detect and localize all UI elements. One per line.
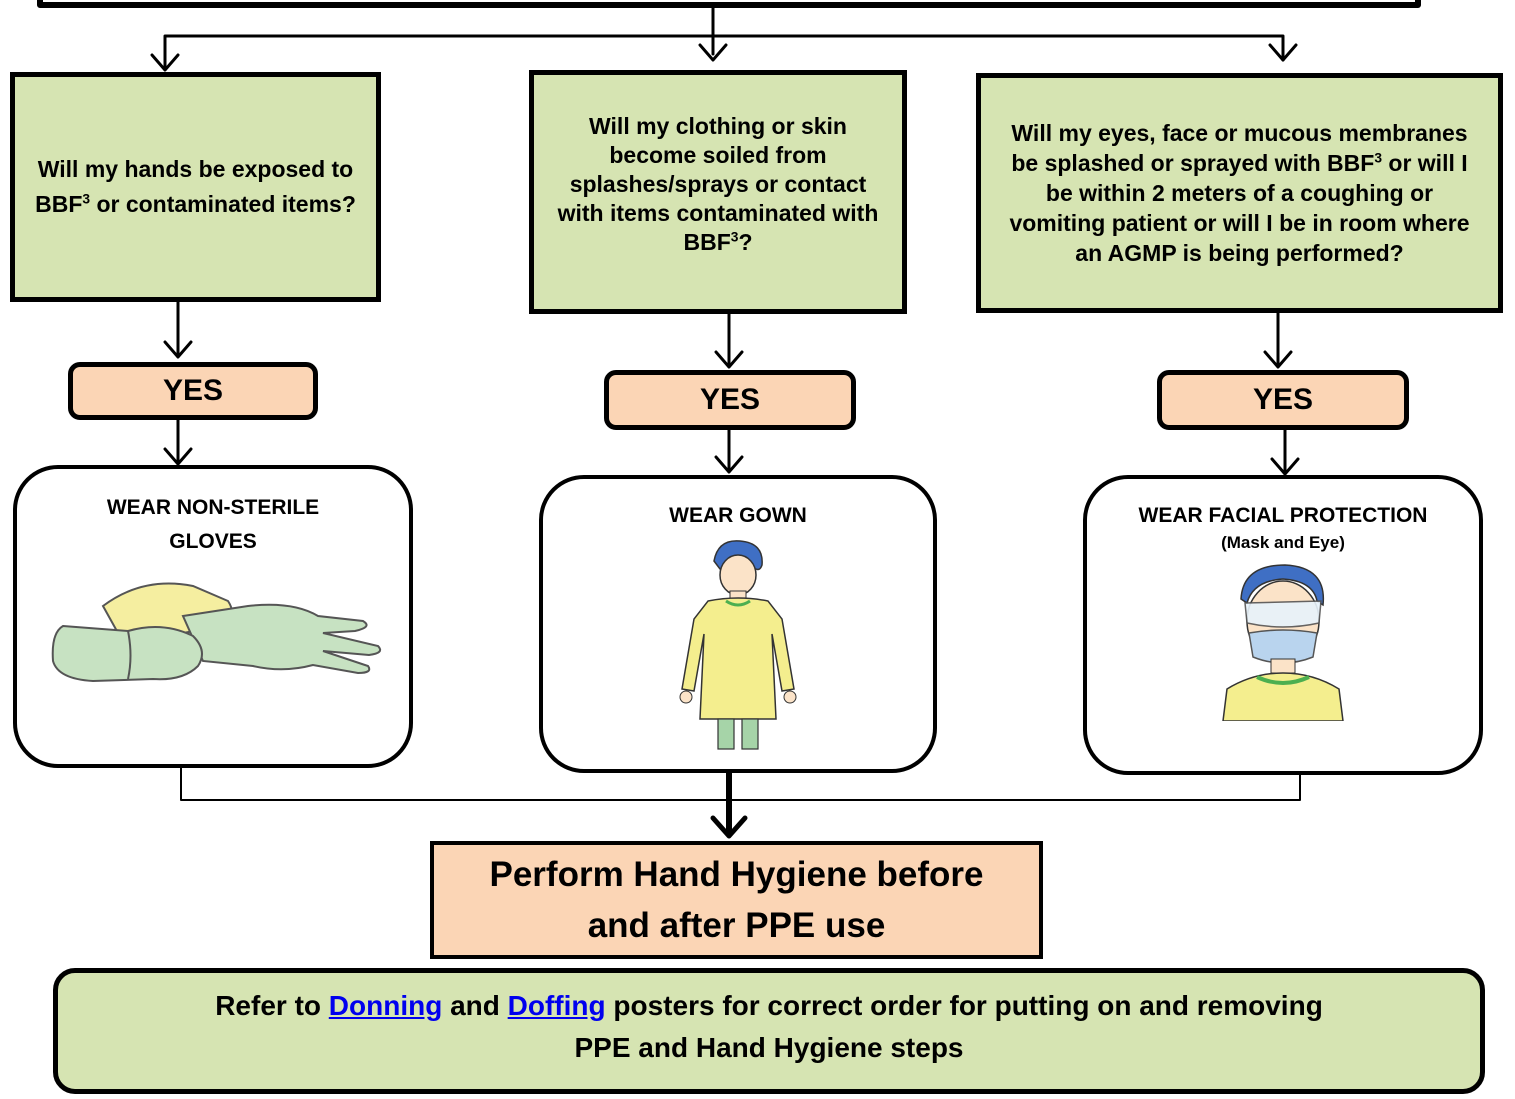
refer-prefix: Refer to [215,990,329,1021]
hand-hygiene-box: Perform Hand Hygiene before and after PP… [430,841,1043,959]
hand-hygiene-text: Perform Hand Hygiene before and after PP… [489,855,984,945]
question-clothing-text: Will my clothing or skin become soiled f… [557,112,879,255]
yes-box-hands: YES [68,362,318,420]
question-face-box: Will my eyes, face or mucous membranes b… [976,73,1503,313]
gloves-box: WEAR NON-STERILE GLOVES [13,465,413,768]
face-protection-subtitle: (Mask and Eye) [1221,533,1345,552]
gown-box: WEAR GOWN [539,475,937,773]
gloves-title: WEAR NON-STERILE GLOVES [106,496,320,553]
question-hands-text: Will my hands be exposed to BBF3 or cont… [35,156,356,217]
arrow-head [150,53,180,72]
top-frame-edge [37,0,1421,8]
question-hands-box: Will my hands be exposed to BBF3 or cont… [10,72,381,302]
face-protection-box: WEAR FACIAL PROTECTION (Mask and Eye) [1083,475,1483,775]
yes-label: YES [699,383,761,416]
yes-box-clothing: YES [604,370,856,430]
gown-title: WEAR GOWN [669,504,807,527]
yes-label: YES [1252,383,1314,416]
donning-link[interactable]: Donning [328,990,443,1021]
refer-suffix: posters for correct order for putting on… [574,990,1323,1063]
arrow-head [698,43,728,62]
face-protection-icon [1222,564,1344,722]
gloves-icon [51,582,382,683]
refer-middle: and [442,990,508,1021]
yes-box-face: YES [1157,370,1409,430]
question-face-text: Will my eyes, face or mucous membranes b… [1009,120,1470,266]
arrow-head [1268,43,1298,62]
doffing-link[interactable]: Doffing [507,990,606,1021]
question-clothing-box: Will my clothing or skin become soiled f… [529,70,907,314]
face-protection-title: WEAR FACIAL PROTECTION [1138,504,1428,527]
refer-posters-box: Refer to Donning and Doffing posters for… [53,968,1485,1094]
yes-label: YES [162,374,224,407]
gown-icon [679,540,797,750]
